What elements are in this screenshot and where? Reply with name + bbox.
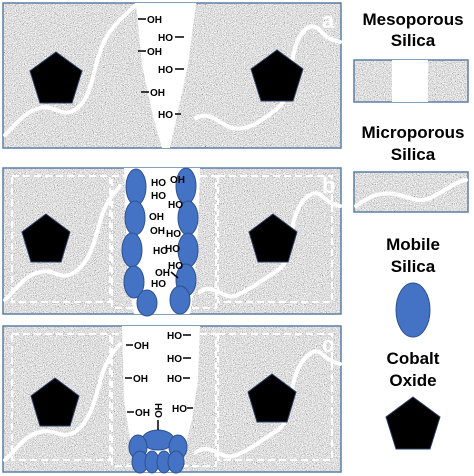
ho-group: HO	[151, 178, 166, 189]
legend-microporous-swatch	[354, 172, 468, 212]
legend-microporous-line1: Microporous	[362, 123, 465, 142]
oh-group: OH	[170, 175, 185, 186]
cobalt-oxide-pentagon	[248, 213, 298, 263]
dashed-boundary	[11, 175, 111, 303]
panel-b: HO HO OH OH HO OH HO OH HO HO HO HO b	[2, 167, 342, 317]
ho-group: HO	[168, 200, 183, 211]
oh-group: OH	[147, 15, 162, 26]
oh-group: OH	[150, 226, 165, 237]
mobile-silica-cluster	[128, 429, 188, 474]
mesopore-channel	[136, 3, 196, 148]
ho-group: HO	[166, 229, 181, 240]
oh-group: OH	[135, 408, 150, 419]
ho-group: HO	[153, 246, 168, 257]
panel-letter-c: c	[322, 332, 334, 357]
oh-group: OH	[133, 374, 148, 385]
ho-group: HO	[158, 110, 173, 121]
legend-mobile-silica-swatch	[395, 282, 431, 338]
ho-group: HO	[158, 33, 173, 44]
ho-group: HO	[167, 331, 182, 342]
panel-a: OH HO OH HO OH HO a	[2, 2, 342, 149]
oh-group: OH	[134, 341, 149, 352]
legend-cobalt-oxide-swatch	[385, 396, 441, 450]
ho-group: HO	[168, 261, 183, 272]
mobile-silica-ellipse	[125, 168, 147, 206]
panel-letter-a: a	[322, 8, 335, 33]
oh-group: OH	[150, 88, 165, 99]
cobalt-oxide-pentagon	[29, 51, 83, 104]
legend-cobalt-line1: Cobalt	[387, 349, 440, 368]
legend-mobile-line2: Silica	[391, 257, 436, 276]
oh-group: OH	[149, 212, 164, 223]
dashed-boundary	[217, 333, 333, 461]
cobalt-oxide-pentagon	[247, 373, 297, 423]
micropore-line	[3, 3, 138, 137]
ho-group: HO	[172, 404, 187, 415]
ho-group: HO	[167, 374, 182, 385]
ho-group: HO	[151, 191, 166, 202]
ho-group: HO	[151, 279, 166, 290]
legend-mesoporous-line2: Silica	[391, 31, 436, 50]
mobile-silica-ellipse	[167, 450, 185, 474]
legend-mesoporous-line1: Mesoporous	[362, 10, 463, 29]
ho-group: HO	[158, 65, 173, 76]
mobile-silica-cluster	[121, 167, 199, 317]
oh-group: OH	[155, 268, 170, 279]
dashed-boundary	[217, 175, 333, 303]
ho-group: HO	[167, 354, 182, 365]
cobalt-oxide-pentagon	[30, 377, 80, 427]
mobile-silica-ellipse	[136, 289, 158, 317]
cobalt-oxide-pentagon	[250, 49, 304, 102]
legend: Mesoporous Silica Microporous Silica Mob…	[353, 10, 469, 450]
micropore-line	[3, 184, 122, 302]
dashed-boundary	[11, 333, 111, 461]
cobalt-oxide-pentagon	[21, 213, 71, 263]
mobile-silica-ellipse	[175, 167, 197, 205]
legend-microporous-line2: Silica	[391, 145, 436, 164]
oh-group: OH	[154, 403, 165, 418]
legend-mobile-line1: Mobile	[386, 235, 440, 254]
panel-c: OH HO HO OH HO OH HO OH c	[2, 325, 342, 474]
mobile-silica-ellipse	[123, 265, 145, 299]
legend-cobalt-line2: Oxide	[389, 371, 436, 390]
mobile-silica-ellipse	[121, 232, 143, 268]
ho-group: HO	[165, 244, 180, 255]
oh-group: OH	[147, 47, 162, 58]
mobile-silica-ellipse	[169, 285, 191, 315]
panel-letter-b: b	[322, 173, 335, 198]
micropore-line	[3, 342, 122, 462]
mobile-silica-ellipse	[124, 200, 146, 236]
